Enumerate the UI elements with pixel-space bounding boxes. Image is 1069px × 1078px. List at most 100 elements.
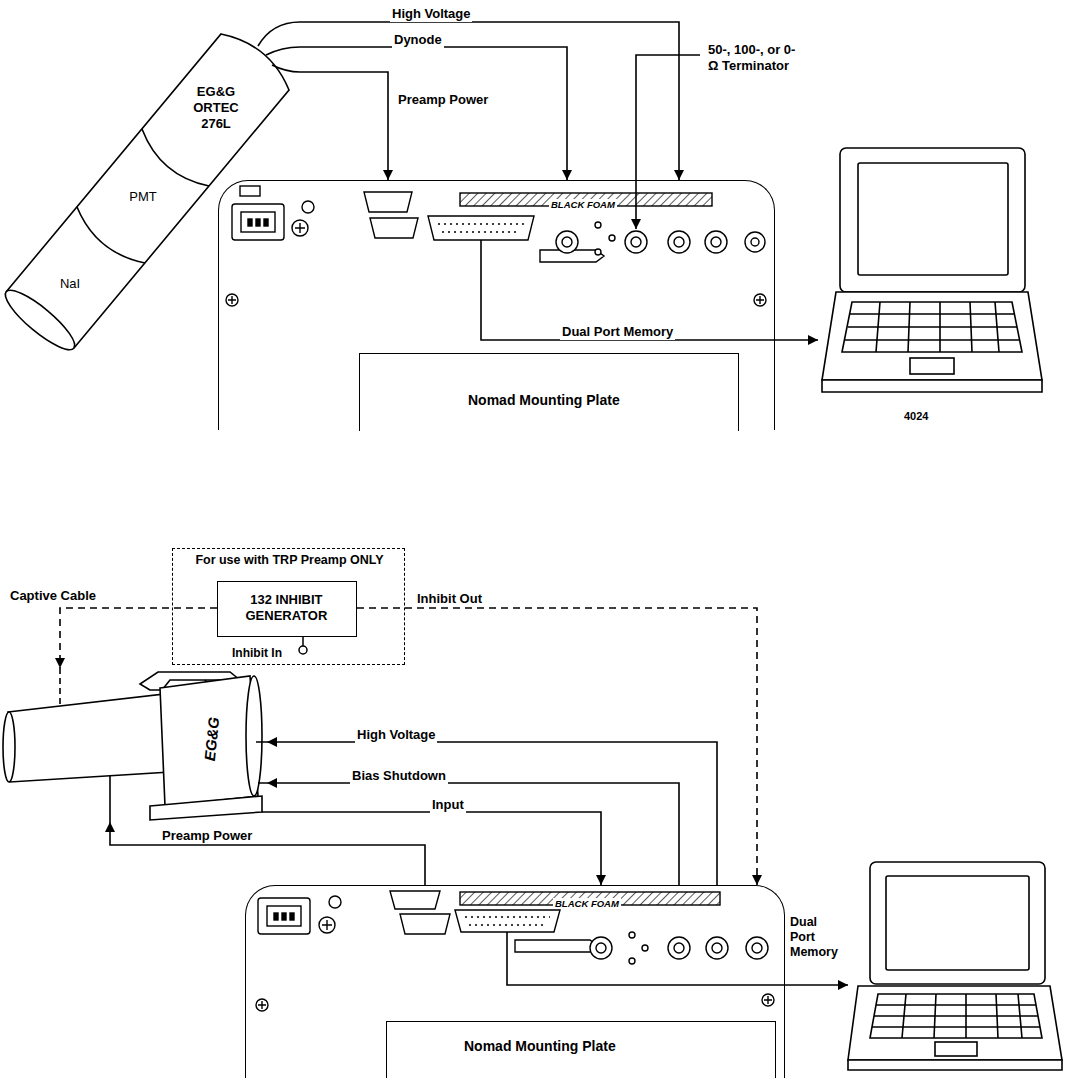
panel-hardware <box>226 186 766 306</box>
panel-hardware <box>292 220 308 236</box>
laptop-computer: 4024 <box>818 140 1043 432</box>
analyzer-panel: BLACK FOAM Nomad Mounting Plate <box>218 180 775 430</box>
panel-hardware <box>258 898 310 934</box>
panel-hardware <box>705 231 727 253</box>
panel-hardware <box>712 943 722 953</box>
inhibit-in-jack <box>299 646 307 654</box>
detector-cylinder <box>266 47 300 55</box>
panel-hardware <box>642 945 648 951</box>
panel-hardware <box>631 237 641 247</box>
laptop-drawing <box>848 1060 1062 1070</box>
cable-label-slot: Dual Port Memory <box>560 322 675 340</box>
laptop-drawing <box>822 148 1042 392</box>
panel-hardware <box>465 916 550 917</box>
detector-cylinder <box>0 22 300 357</box>
dashed-cable <box>60 608 217 668</box>
terminator-note-slot: 50-, 100-, or 0-Ω Terminator <box>706 42 804 74</box>
terminator-lead <box>636 55 700 229</box>
panel-hardware <box>764 996 772 1004</box>
cable-label: Captive Cable <box>8 588 98 604</box>
plate-label: Nomad Mounting Plate <box>468 392 620 409</box>
panel-hardware <box>756 296 764 304</box>
detector-cylinder <box>258 22 300 46</box>
terminator-lead <box>636 55 700 229</box>
cable-label: Dynode <box>392 32 444 48</box>
cable-label-slot: Preamp Power <box>396 90 490 108</box>
panel-hardware <box>746 937 768 959</box>
panel-hardware <box>319 917 335 933</box>
box-label-slot: 132 INHIBIT GENERATOR <box>218 592 355 624</box>
panel-hardware <box>264 219 268 226</box>
part-label-slot: EG&G ORTEC 276L <box>190 84 242 132</box>
panel-hardware <box>256 219 260 226</box>
cable <box>267 783 679 885</box>
panel-hardware <box>674 237 684 247</box>
detector-probe-drawing <box>246 676 262 796</box>
laptop-drawing <box>886 876 1029 970</box>
box-label: 132 INHIBIT GENERATOR <box>218 592 355 624</box>
detector-cylinder <box>272 65 300 72</box>
cable-label-slot: High Voltage <box>355 725 437 743</box>
laptop-drawing <box>902 994 1022 1038</box>
laptop-drawing <box>872 1005 1040 1027</box>
analyzer-panel: BLACK FOAMNomad Mounting Plate <box>245 885 785 1078</box>
signal-name: Inhibit In <box>230 646 284 660</box>
laptop-drawing <box>935 1042 977 1056</box>
group-title-slot: For use with TRP Preamp ONLY <box>177 553 402 568</box>
panel-hardware <box>256 891 774 1011</box>
panel-hardware <box>515 940 598 952</box>
memory-cable <box>507 932 785 985</box>
panel-hardware <box>290 913 294 920</box>
panel-hardware <box>762 994 774 1006</box>
part-label-slot: NaI <box>55 276 85 292</box>
cable-label-slot: Inhibit Out <box>415 589 484 607</box>
panel-hardware <box>595 249 601 255</box>
panel-hardware <box>241 212 275 232</box>
panel-hardware <box>428 216 534 240</box>
cable-label-slot: High Voltage <box>390 4 472 22</box>
laptop-drawing <box>822 380 1042 392</box>
cable-label-slot: Captive Cable <box>8 586 98 604</box>
panel-hardware <box>258 1001 266 1009</box>
figure-number: 4024 <box>904 410 928 423</box>
terminator-note: 50-, 100-, or 0-Ω Terminator <box>706 42 804 74</box>
band-label: BLACK FOAM <box>549 199 617 210</box>
laptop-drawing <box>910 358 954 374</box>
port-label: Dual Port Memory <box>790 915 842 960</box>
figure-number-slot: 4024 <box>904 410 928 423</box>
laptop-drawing <box>845 314 1020 340</box>
mounting-plate: Nomad Mounting Plate <box>386 1021 776 1078</box>
detector-cylinder <box>6 34 289 348</box>
panel-hardware <box>754 294 766 306</box>
laptop-drawing <box>870 994 1042 1038</box>
cable <box>300 22 679 180</box>
panel-hardware <box>442 231 520 232</box>
plate-label-slot: Nomad Mounting Plate <box>468 392 620 409</box>
laptop-drawing <box>842 302 1022 352</box>
laptop-drawing <box>870 862 1045 984</box>
panel-hardware <box>302 201 314 213</box>
cable-label: High Voltage <box>355 727 437 743</box>
panel-hardware <box>596 943 606 953</box>
panel-hardware <box>595 222 601 228</box>
detector-probe: EG&G <box>5 668 267 822</box>
panel-hardware <box>469 924 546 925</box>
part-label: EG&G ORTEC 276L <box>190 84 242 132</box>
panel-hardware <box>455 910 560 932</box>
part-label: PMT <box>126 189 160 205</box>
part-label: NaI <box>55 276 85 292</box>
cable-label: Preamp Power <box>396 92 490 108</box>
panel-hardware <box>668 937 690 959</box>
panel-hardware <box>629 932 635 938</box>
panel-hardware <box>711 237 721 247</box>
panel-hardware <box>226 294 238 306</box>
panel-hardware <box>629 958 635 964</box>
panel-hardware <box>674 943 684 953</box>
memory-cable <box>481 240 775 340</box>
detector-probe-drawing <box>160 676 258 806</box>
panel-hardware <box>751 238 759 246</box>
cable <box>785 984 848 986</box>
panel-hardware <box>228 296 236 304</box>
mounting-plate: Nomad Mounting Plate <box>359 353 739 431</box>
detector-probe-drawing <box>110 742 267 822</box>
